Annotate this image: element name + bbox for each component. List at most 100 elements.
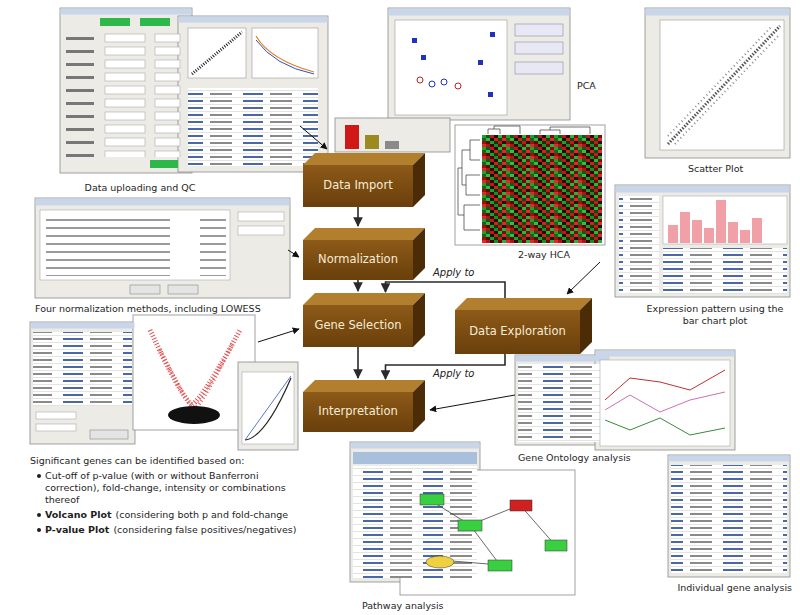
- illustration-part: [488, 560, 512, 571]
- caption-text: Cut-off of p-value (with or without Banf…: [45, 470, 307, 506]
- illustration-part: [350, 442, 480, 582]
- illustration-part: [704, 228, 714, 243]
- illustration-part: [596, 351, 735, 357]
- illustration-part: [90, 430, 128, 439]
- gene-selection-screens: [33, 330, 294, 444]
- illustration-part: [160, 345, 232, 410]
- expression-window-content: [619, 196, 787, 294]
- box-label: Gene Selection: [314, 319, 401, 333]
- illustration-part: [188, 28, 246, 78]
- illustration-part: [605, 370, 725, 400]
- heatmap-content: [458, 126, 602, 243]
- illustration-part: [518, 364, 606, 442]
- illustration-part: [130, 285, 160, 294]
- illustration-part: [179, 17, 328, 23]
- illustration-part: [245, 376, 291, 440]
- illustration-part: [567, 262, 600, 294]
- caption-text: Gene Ontology analysis: [518, 452, 631, 464]
- illustration-part: [458, 520, 482, 531]
- illustration-part: [515, 62, 563, 74]
- scatter-window-content: [660, 20, 784, 150]
- illustration-part: [515, 42, 563, 54]
- illustration-part: [133, 315, 255, 430]
- illustration-part: [740, 230, 750, 243]
- process-box: Normalization: [303, 240, 413, 280]
- illustration-part: [178, 16, 328, 172]
- individual-gene-content: [671, 465, 787, 573]
- illustration-part: [488, 126, 590, 134]
- edge-label: Apply to: [431, 368, 476, 379]
- illustration-part: [288, 250, 299, 257]
- caption-text: Data uploading and QC: [60, 182, 220, 194]
- illustration-part: [238, 212, 284, 221]
- illustration-part: [192, 32, 242, 74]
- caption-text: (considering both p and fold-change: [116, 509, 340, 521]
- illustration-part: [395, 20, 507, 115]
- illustration-part: [36, 412, 76, 419]
- illustration-part: [150, 330, 240, 405]
- illustration-part: [258, 329, 299, 342]
- caption-text: Expression pattern using the bar chart p…: [640, 303, 790, 327]
- illustration-part: [619, 196, 659, 293]
- illustration-part: [256, 36, 314, 72]
- box-label: Data Import: [323, 179, 392, 193]
- pca-window-content: [395, 20, 563, 115]
- normalization-window-content: [40, 210, 284, 294]
- caption-text: Pathway analysis: [362, 600, 444, 612]
- illustration-part: [482, 135, 602, 243]
- caption-text: P-value Plot: [45, 524, 109, 536]
- illustration-part: [238, 362, 298, 450]
- illustration-part: [675, 34, 780, 144]
- illustration-part: [680, 212, 690, 243]
- illustration-part: [188, 88, 318, 166]
- illustration-part: [345, 125, 359, 149]
- illustration-part: [669, 456, 790, 462]
- title-bars: [31, 9, 790, 462]
- illustration-part: [488, 92, 493, 97]
- illustration-part: [646, 9, 790, 16]
- illustration-part: [429, 81, 435, 87]
- illustration-part: [668, 26, 780, 144]
- process-box: Data Exploration: [455, 310, 580, 354]
- gene-ontology-screens: [518, 360, 730, 446]
- illustration-part: [365, 135, 379, 149]
- illustration-part: [40, 210, 230, 280]
- illustration-part: [46, 214, 226, 276]
- illustration-part: [421, 55, 426, 60]
- illustration-part: [420, 494, 444, 505]
- illustration-part: [668, 225, 678, 243]
- illustration-part: [385, 141, 399, 149]
- illustration-part: [430, 395, 515, 410]
- illustration-part: [256, 40, 314, 74]
- caption-text: Four normalization methods, including LO…: [35, 303, 261, 315]
- illustration-part: [441, 79, 447, 85]
- bar-window-content: [345, 125, 399, 149]
- qc-window-content: [60, 18, 318, 168]
- box-label: Interpretation: [318, 405, 397, 419]
- illustration-part: [600, 360, 730, 446]
- illustration-part: [60, 32, 192, 157]
- illustration-part: [36, 199, 290, 206]
- illustration-part: [412, 38, 417, 43]
- flow-arrow: [357, 347, 359, 378]
- illustration-part: [150, 160, 178, 168]
- illustration-part: [168, 406, 220, 424]
- illustration-part: [168, 285, 198, 294]
- process-box: Gene Selection: [303, 305, 413, 347]
- process-box: Data Import: [303, 165, 413, 207]
- illustration-part: [426, 556, 454, 568]
- illustration-part: [61, 9, 192, 15]
- flow-arrow: [357, 280, 359, 291]
- illustration-part: [388, 8, 570, 120]
- illustration-part: [692, 220, 702, 243]
- illustration-part: [31, 323, 135, 329]
- window-frames: [30, 8, 790, 595]
- caption-text: 2-way HCA: [518, 249, 570, 261]
- process-box: Interpretation: [303, 392, 413, 432]
- illustration-part: [417, 77, 423, 83]
- flow-arrow: [386, 354, 506, 379]
- caption-text: Scatter Plot: [688, 163, 743, 175]
- edge-label: Apply to: [431, 267, 476, 278]
- illustration-part: [545, 540, 567, 551]
- illustration-part: [300, 126, 327, 149]
